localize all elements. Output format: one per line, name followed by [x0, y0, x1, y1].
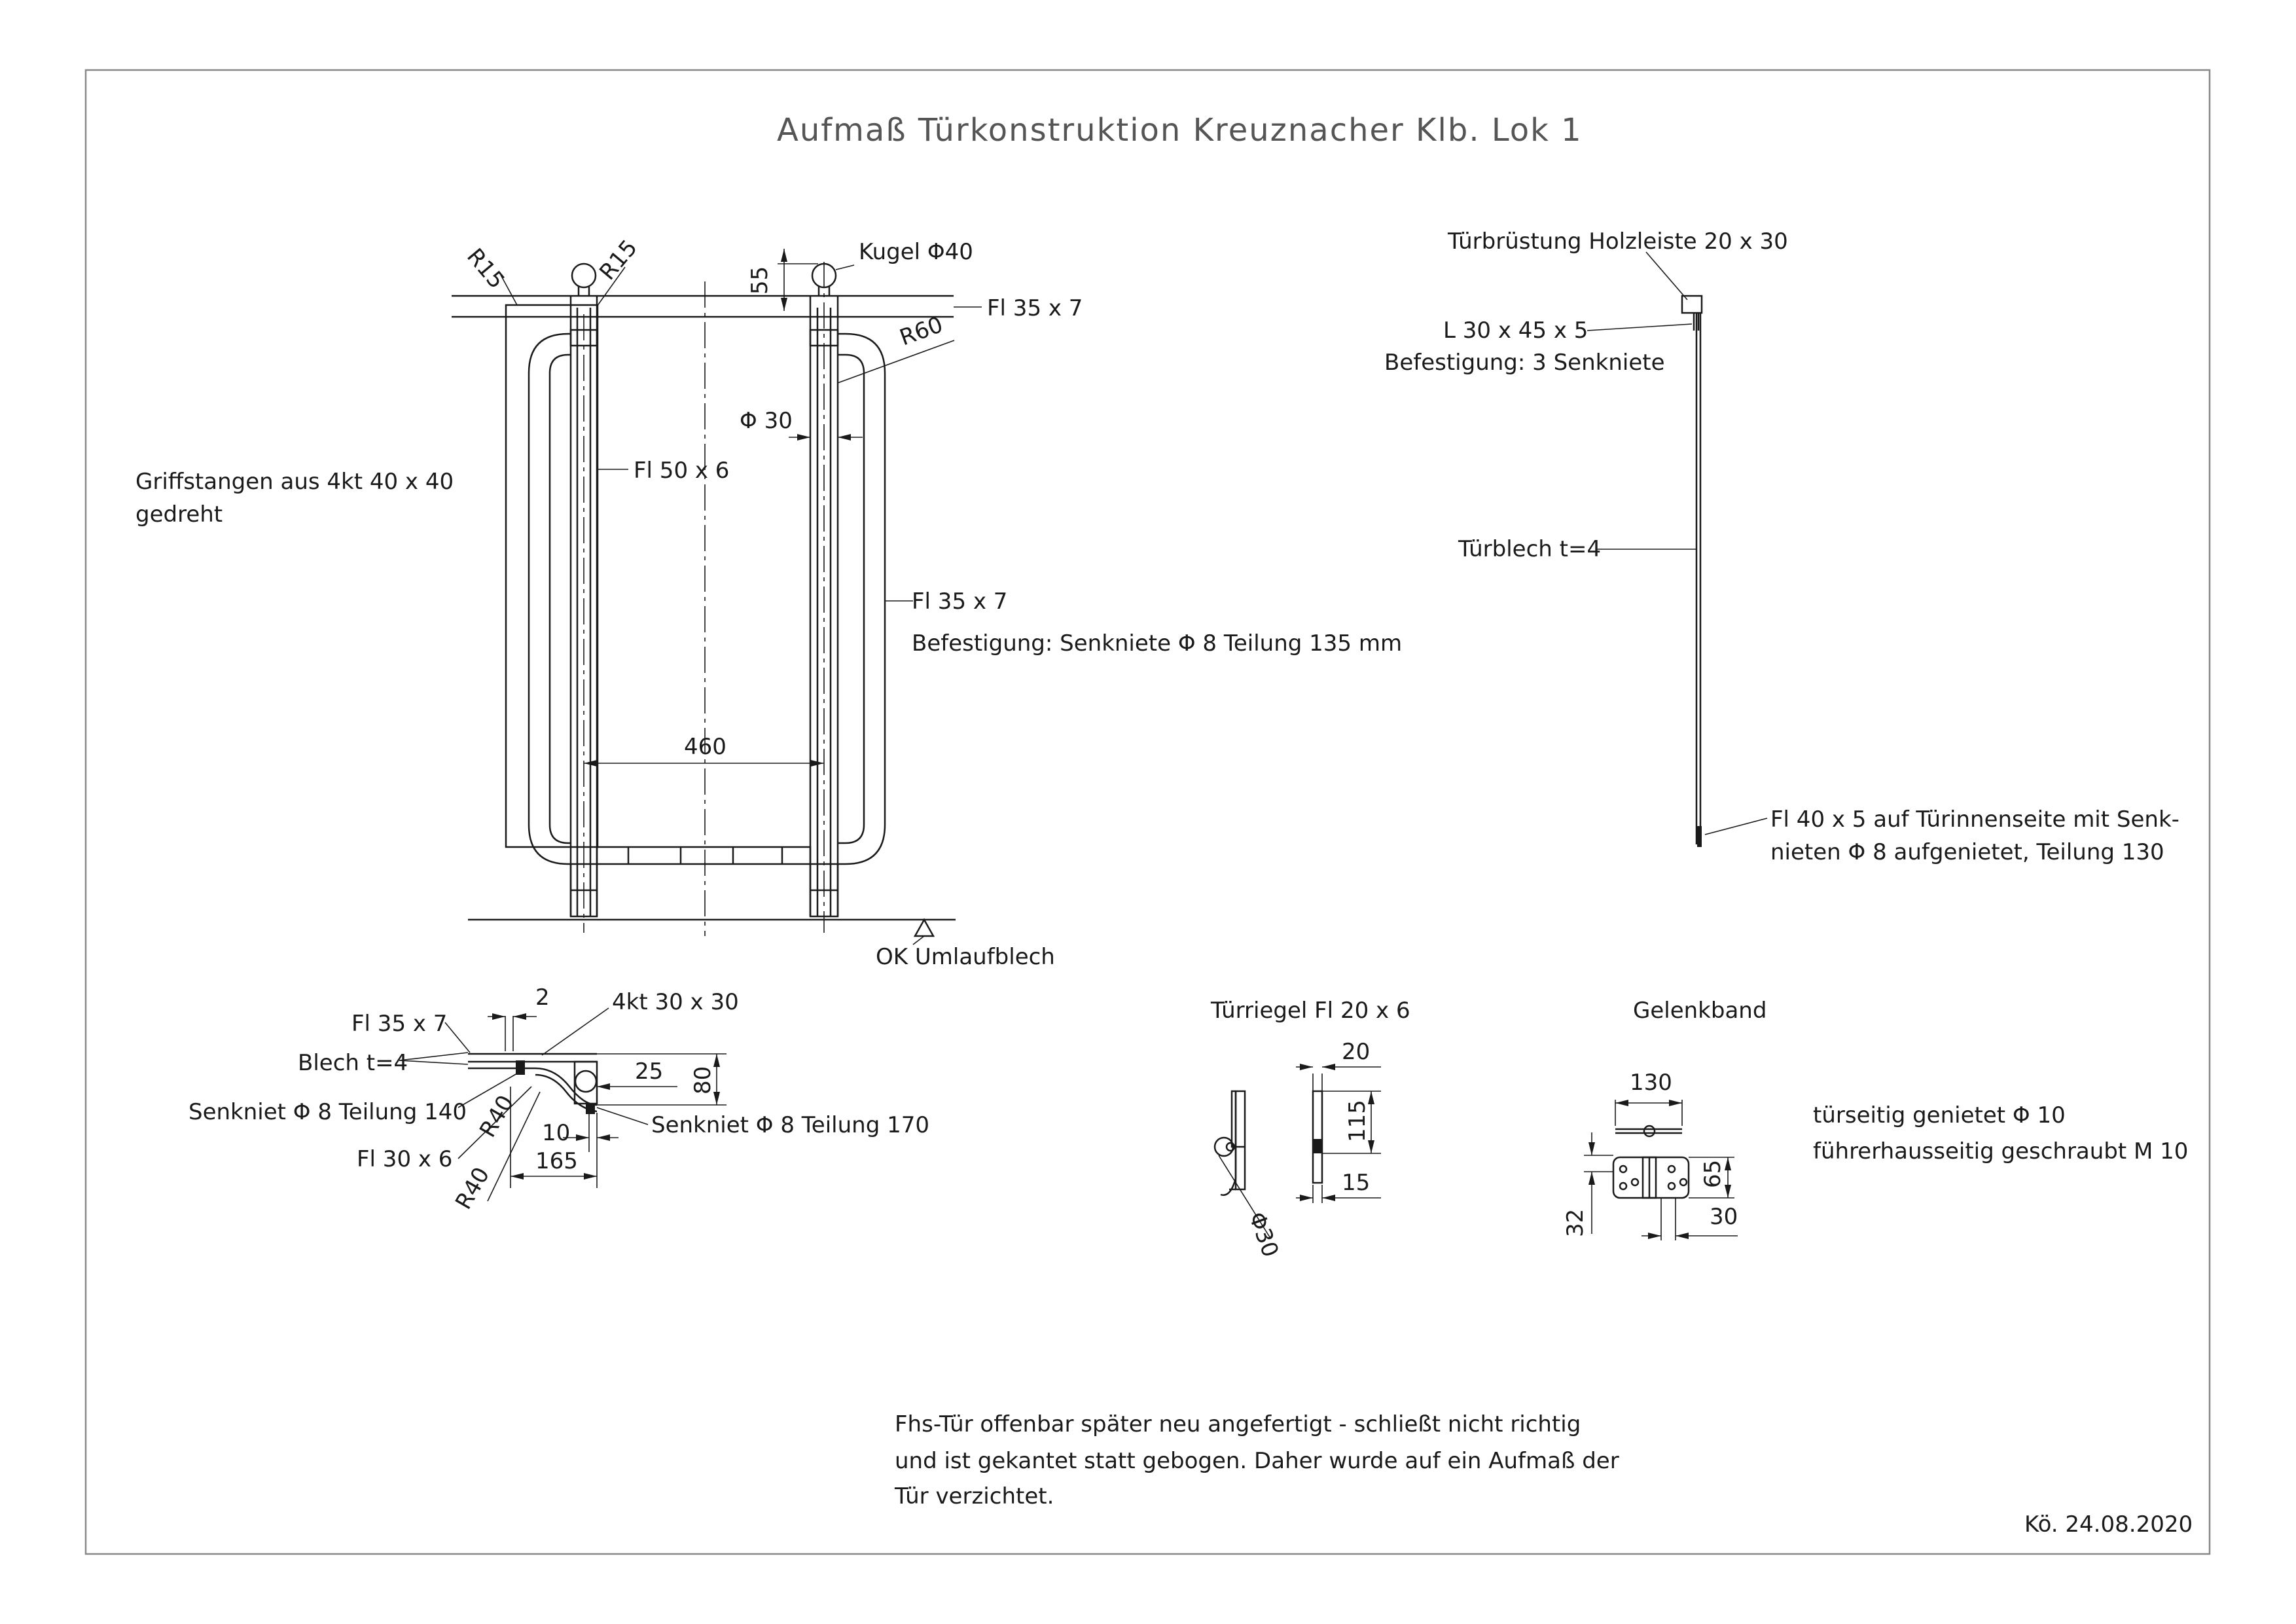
tuerriegel-dim15: 15 — [1342, 1170, 1370, 1196]
befestigung-label: Befestigung: Senkniete Φ 8 Teilung 135 m… — [912, 630, 1402, 657]
sec-dim25-label: 25 — [635, 1058, 663, 1085]
remark-line2: und ist gekantet statt gebogen. Daher wu… — [895, 1448, 1619, 1474]
signature-date: Kö. 24.08.2020 — [2024, 1511, 2193, 1538]
gelenkband-dim65: 65 — [1700, 1160, 1726, 1188]
gelenkband-detail: Gelenkband 130 65 30 32 türseitig geniet… — [1562, 998, 2188, 1240]
fl50x6-label: Fl 50 x 6 — [634, 458, 729, 484]
sec-fl35x7-label: Fl 35 x 7 — [351, 1011, 447, 1037]
sec-dim2-label: 2 — [535, 984, 550, 1011]
tuerriegel-title: Türriegel Fl 20 x 6 — [1210, 998, 1410, 1024]
sec-dim80-label: 80 — [690, 1066, 716, 1094]
gelenkband-dim130: 130 — [1630, 1070, 1672, 1096]
fl40-line1: Fl 40 x 5 auf Türinnenseite mit Senk- — [1770, 806, 2179, 833]
sec-dim165-label: 165 — [535, 1148, 578, 1174]
tuerbruestung-label: Türbrüstung Holzleiste 20 x 30 — [1447, 228, 1788, 255]
sec-fl30x6-label: Fl 30 x 6 — [357, 1146, 452, 1172]
drawing-frame — [84, 69, 2211, 1555]
sec-r40a-label: R40 — [475, 1091, 519, 1142]
fl35x7-top-label: Fl 35 x 7 — [987, 295, 1083, 321]
dim-55-label: 55 — [747, 266, 773, 295]
griffstangen-line1: Griffstangen aus 4kt 40 x 40 — [135, 469, 454, 495]
gelenkband-dim30: 30 — [1710, 1204, 1738, 1230]
sec-r40b-label: R40 — [450, 1163, 495, 1214]
remark-block: Fhs-Tür offenbar später neu angefertigt … — [894, 1411, 1619, 1509]
fl35x7-right-label: Fl 35 x 7 — [912, 588, 1007, 615]
remark-line3: Tür verzichtet. — [894, 1483, 1054, 1509]
gelenkband-note-line2: führerhausseitig geschraubt M 10 — [1813, 1138, 2188, 1164]
tuerriegel-dim115: 115 — [1344, 1100, 1371, 1142]
l-profile-label: L 30 x 45 x 5 — [1443, 317, 1588, 344]
sec-senkniet140-label: Senkniet Φ 8 Teilung 140 — [188, 1099, 467, 1125]
drawing-title: Aufmaß Türkonstruktion Kreuznacher Klb. … — [777, 112, 1583, 149]
kugel-label: Kugel Φ40 — [859, 239, 973, 265]
dim-460-label: 460 — [684, 734, 726, 760]
gelenkband-note-line1: türseitig genietet Φ 10 — [1813, 1102, 2066, 1128]
gelenkband-dim32: 32 — [1562, 1209, 1588, 1237]
front-view: R15 R15 55 Kugel Φ40 Fl 35 x 7 R60 Φ 30 … — [135, 235, 1402, 970]
section-view: Fl 35 x 7 Blech t=4 Senkniet Φ 8 Teilung… — [188, 984, 929, 1214]
tuerriegel-phi30: Φ30 — [1244, 1208, 1284, 1260]
side-view: Türbrüstung Holzleiste 20 x 30 L 30 x 45… — [1384, 228, 2179, 865]
griffstangen-line2: gedreht — [135, 501, 223, 528]
r15-right-label: R15 — [594, 235, 643, 285]
tuerriegel-dim20: 20 — [1342, 1039, 1370, 1065]
gelenkband-title: Gelenkband — [1633, 998, 1767, 1024]
sec-kt30-label: 4kt 30 x 30 — [612, 989, 739, 1015]
sec-blech-label: Blech t=4 — [298, 1050, 408, 1076]
ok-umlaufblech-label: OK Umlaufblech — [876, 944, 1055, 970]
tuerriegel-detail: Türriegel Fl 20 x 6 20 115 15 Φ30 — [1210, 998, 1410, 1261]
r15-left-label: R15 — [461, 244, 510, 294]
remark-line1: Fhs-Tür offenbar später neu angefertigt … — [895, 1411, 1581, 1437]
phi30-label: Φ 30 — [740, 408, 793, 434]
tuerblech-label: Türblech t=4 — [1458, 536, 1601, 562]
l-befestigung-label: Befestigung: 3 Senkniete — [1384, 350, 1665, 376]
sec-senkniet170-label: Senkniet Φ 8 Teilung 170 — [651, 1112, 929, 1138]
fl40-line2: nieten Φ 8 aufgenietet, Teilung 130 — [1770, 839, 2164, 865]
sec-dim10-label: 10 — [542, 1120, 570, 1146]
